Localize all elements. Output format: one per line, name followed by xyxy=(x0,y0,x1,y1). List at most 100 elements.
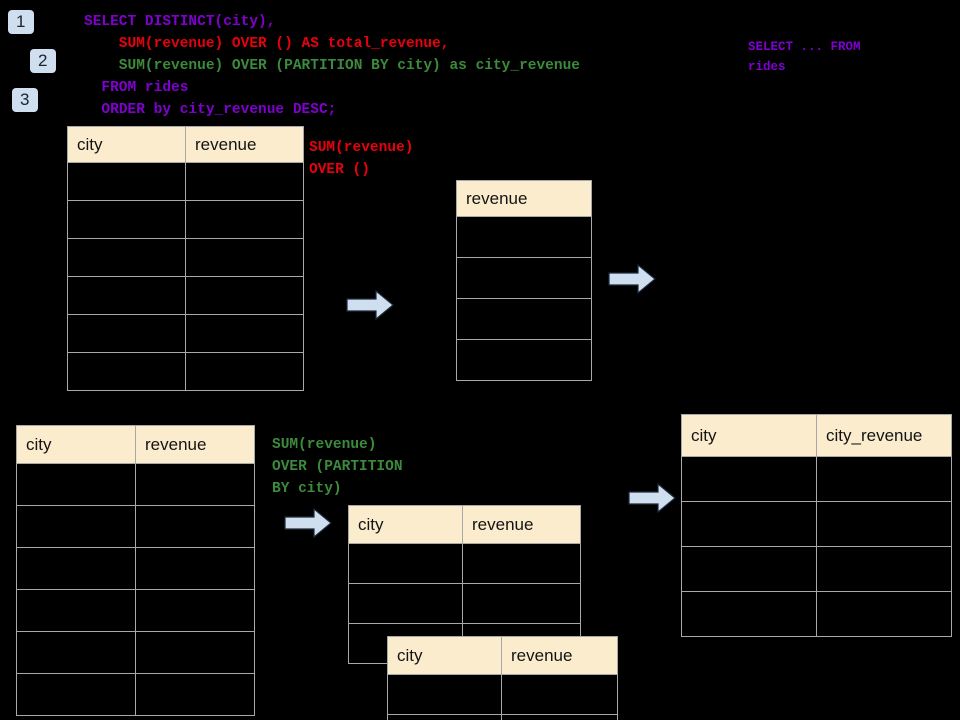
sql-line-order-by: ORDER by city_revenue DESC; xyxy=(84,102,337,118)
table-row xyxy=(16,589,255,632)
step-badge-3: 3 xyxy=(12,88,38,112)
cell-city xyxy=(67,238,186,277)
cell-city xyxy=(348,543,463,584)
cell-revenue xyxy=(456,216,592,258)
cell-city xyxy=(16,505,136,548)
total-revenue-table: revenue xyxy=(456,180,592,381)
table-header-row: city city_revenue xyxy=(681,414,952,457)
table-row xyxy=(456,339,592,381)
cell-revenue xyxy=(501,674,618,715)
table-header-row: city revenue xyxy=(348,505,581,544)
table-row xyxy=(67,314,304,353)
cell-city xyxy=(67,276,186,315)
cell-revenue xyxy=(185,276,304,315)
column-header-city: city xyxy=(681,414,817,457)
table-row xyxy=(67,352,304,391)
column-header-revenue: revenue xyxy=(462,505,581,544)
table-row xyxy=(348,583,581,624)
table-header-row: city revenue xyxy=(67,126,304,163)
arrow-top-left xyxy=(345,288,395,322)
cell-revenue xyxy=(462,583,581,624)
sql-line-sum-over-empty: SUM(revenue) OVER () AS total_revenue, xyxy=(84,36,450,52)
column-header-city-revenue: city_revenue xyxy=(816,414,952,457)
cell-revenue xyxy=(185,238,304,277)
arrow-top-right xyxy=(607,262,657,296)
cell-city xyxy=(67,162,186,201)
table-row xyxy=(67,200,304,239)
table-row xyxy=(681,591,952,637)
cell-city xyxy=(348,583,463,624)
step-badge-1: 1 xyxy=(8,10,34,34)
table-header-row: revenue xyxy=(456,180,592,217)
table-row xyxy=(16,631,255,674)
cell-city-revenue xyxy=(816,546,952,592)
cell-city xyxy=(681,546,817,592)
cell-city-revenue xyxy=(816,591,952,637)
table-row xyxy=(67,276,304,315)
column-header-city: city xyxy=(67,126,186,163)
cell-city-revenue xyxy=(816,501,952,547)
side-note-rides: rides xyxy=(748,60,786,74)
table-row xyxy=(16,463,255,506)
column-header-revenue: revenue xyxy=(135,425,255,464)
table-row xyxy=(681,501,952,547)
source-table-top: city revenue xyxy=(67,126,304,391)
cell-revenue xyxy=(135,505,255,548)
cell-city xyxy=(681,456,817,502)
table-row xyxy=(67,238,304,277)
table-row xyxy=(456,298,592,340)
cell-revenue xyxy=(185,162,304,201)
cell-city xyxy=(681,591,817,637)
sql-line-sum-over-partition: SUM(revenue) OVER (PARTITION BY city) as… xyxy=(84,58,580,74)
table-row xyxy=(67,162,304,201)
cell-revenue xyxy=(135,631,255,674)
sql-line-from: FROM rides xyxy=(84,80,189,96)
table-header-row: city revenue xyxy=(387,636,618,675)
cell-revenue xyxy=(135,463,255,506)
table-row xyxy=(456,216,592,258)
annotation-partition-by-city: SUM(revenue) OVER (PARTITION BY city) xyxy=(272,437,403,497)
table-row xyxy=(16,505,255,548)
table-row xyxy=(16,547,255,590)
cell-revenue xyxy=(135,673,255,716)
source-table-bottom: city revenue xyxy=(16,425,255,716)
cell-revenue xyxy=(456,339,592,381)
table-row xyxy=(348,543,581,584)
cell-city-revenue xyxy=(816,456,952,502)
table-row xyxy=(456,257,592,299)
cell-city xyxy=(16,631,136,674)
column-header-city: city xyxy=(348,505,463,544)
table-row xyxy=(681,546,952,592)
column-header-city: city xyxy=(387,636,502,675)
table-header-row: city revenue xyxy=(16,425,255,464)
column-header-revenue: revenue xyxy=(501,636,618,675)
cell-city xyxy=(387,714,502,720)
cell-revenue xyxy=(462,543,581,584)
cell-city xyxy=(67,352,186,391)
step-badge-2: 2 xyxy=(30,49,56,73)
column-header-city: city xyxy=(16,425,136,464)
cell-city xyxy=(16,463,136,506)
cell-revenue xyxy=(185,200,304,239)
column-header-revenue: revenue xyxy=(456,180,592,217)
arrow-bottom-right xyxy=(627,481,677,515)
sql-line-select-distinct: SELECT DISTINCT(city), xyxy=(84,14,276,30)
table-row xyxy=(387,674,618,715)
side-note-select-from: SELECT ... FROM xyxy=(748,40,861,54)
cell-revenue xyxy=(135,547,255,590)
partition-table-back: city revenue xyxy=(387,636,618,720)
table-row xyxy=(16,673,255,716)
cell-city xyxy=(16,589,136,632)
cell-revenue xyxy=(135,589,255,632)
cell-city xyxy=(387,674,502,715)
annotation-over-empty: SUM(revenue) OVER () xyxy=(309,140,414,178)
cell-city xyxy=(16,673,136,716)
table-row xyxy=(387,714,618,720)
cell-city xyxy=(681,501,817,547)
cell-city xyxy=(67,314,186,353)
cell-revenue xyxy=(501,714,618,720)
result-table: city city_revenue xyxy=(681,414,952,637)
cell-city xyxy=(67,200,186,239)
cell-city xyxy=(16,547,136,590)
